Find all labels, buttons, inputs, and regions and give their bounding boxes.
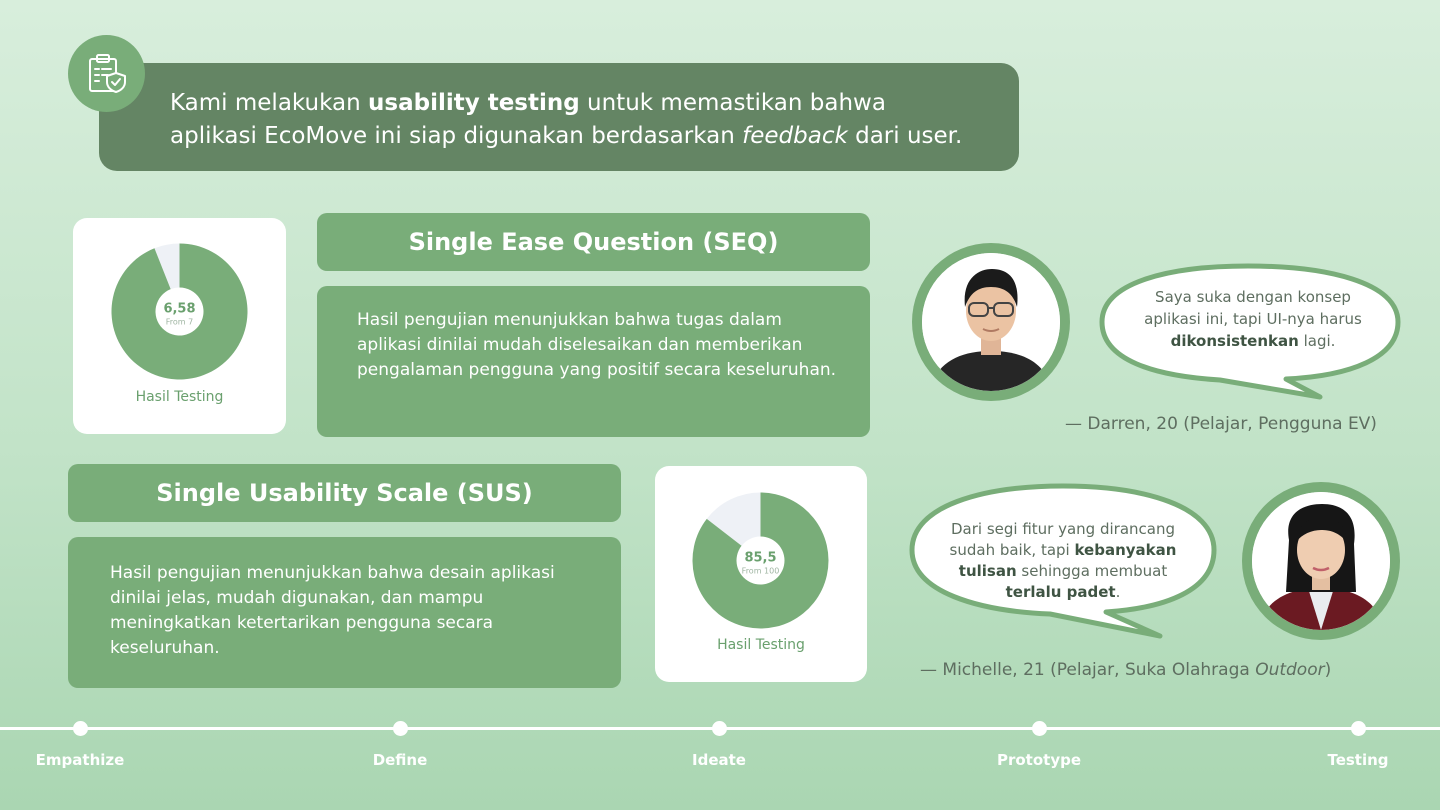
seq-score-value: 6,58 xyxy=(163,302,195,317)
seq-donut-value xyxy=(111,243,248,380)
seq-title: Single Ease Question (SEQ) xyxy=(317,213,870,271)
clipboard-shield-icon xyxy=(68,35,145,112)
timeline-step-empathize[interactable]: Empathize xyxy=(35,751,125,769)
timeline-dot-empathize[interactable] xyxy=(73,721,88,736)
intro-line-2: aplikasi EcoMove ini siap digunakan berd… xyxy=(170,123,963,149)
sus-title: Single Usability Scale (SUS) xyxy=(68,464,621,522)
sus-score-value: 85,5 xyxy=(744,551,776,566)
sus-donut-remainder xyxy=(706,492,761,546)
sus-score-max: From 100 xyxy=(742,567,780,576)
timeline-step-define[interactable]: Define xyxy=(372,751,428,769)
speech-bubble-darren xyxy=(1099,263,1401,400)
seq-description: Hasil pengujian menunjukkan bahwa tugas … xyxy=(317,286,870,437)
testimonial-author-darren: — Darren, 20 (Pelajar, Pengguna EV) xyxy=(1065,414,1377,434)
timeline-step-prototype[interactable]: Prototype xyxy=(996,751,1082,769)
testimonial-text-darren: Saya suka dengan konsep aplikasi ini, ta… xyxy=(1144,288,1362,350)
avatar-michelle xyxy=(1242,482,1400,640)
seq-score-label: Hasil Testing xyxy=(135,389,224,405)
seq-score-max: From 7 xyxy=(166,318,193,327)
speech-bubble-michelle xyxy=(909,483,1217,639)
testimonial-author-michelle: — Michelle, 21 (Pelajar, Suka Olahraga O… xyxy=(920,660,1332,680)
sus-donut-value xyxy=(692,492,829,629)
timeline-dot-prototype[interactable] xyxy=(1032,721,1047,736)
sus-description: Hasil pengujian menunjukkan bahwa desain… xyxy=(68,537,621,688)
intro-banner: Kami melakukan usability testing untuk m… xyxy=(99,63,1019,171)
timeline-dot-define[interactable] xyxy=(393,721,408,736)
timeline-dot-ideate[interactable] xyxy=(712,721,727,736)
timeline-step-testing[interactable]: Testing xyxy=(1327,751,1389,769)
timeline-dot-testing[interactable] xyxy=(1351,721,1366,736)
intro-line-1: Kami melakukan usability testing untuk m… xyxy=(170,90,886,116)
testimonial-text-michelle: Dari segi fitur yang dirancang sudah bai… xyxy=(949,520,1177,601)
sus-score-label: Hasil Testing xyxy=(717,637,805,653)
timeline-step-ideate[interactable]: Ideate xyxy=(692,751,746,769)
avatar-darren xyxy=(912,243,1070,401)
seq-donut-remainder xyxy=(154,243,180,290)
